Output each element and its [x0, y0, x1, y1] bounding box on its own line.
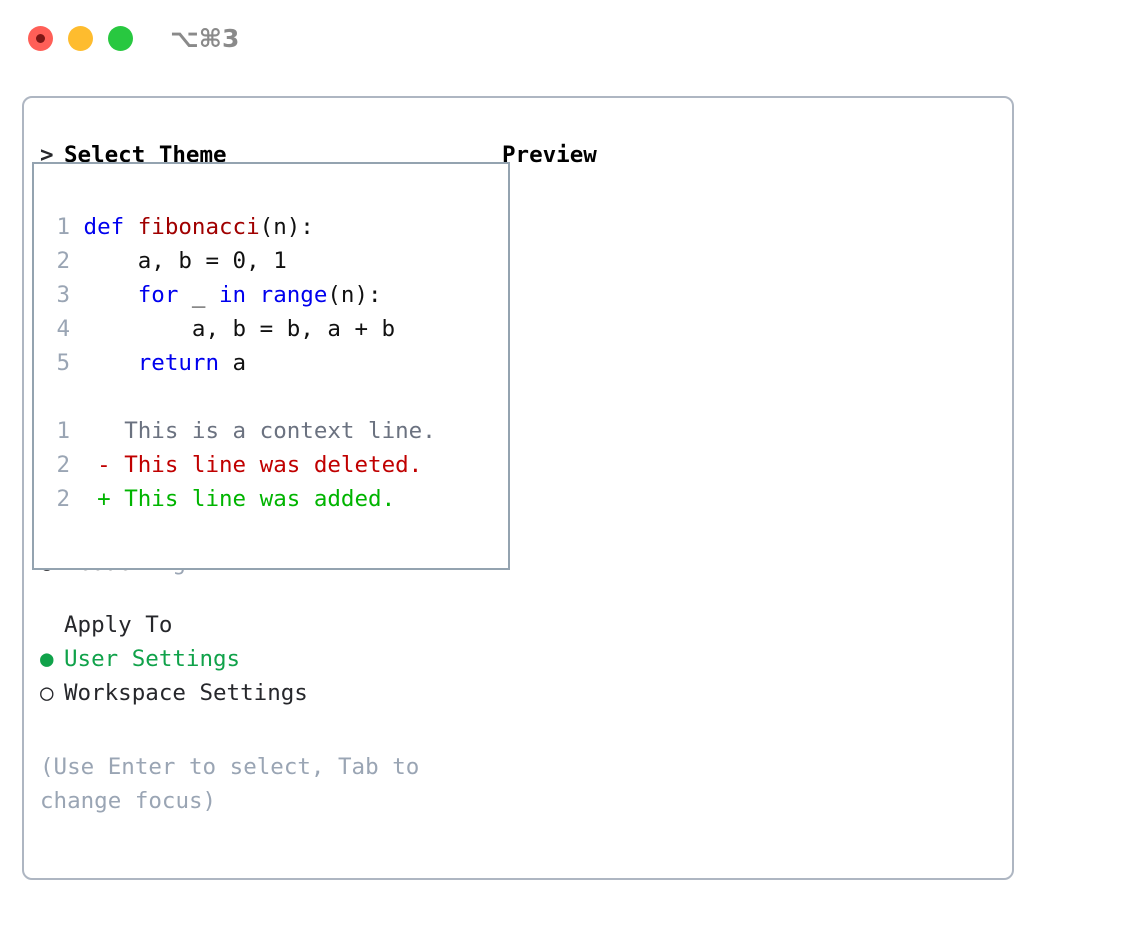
line-number: 2 [56, 248, 70, 274]
preview-title: Preview [502, 142, 597, 168]
line-number: 1 [56, 214, 70, 240]
content-panel: >Select Theme ○ANSI Dark○Atom One Dark○A… [22, 96, 1014, 880]
code-line: 1 def fibonacci(n): [48, 210, 436, 244]
code-token: range [259, 282, 328, 308]
code-token: (n): [259, 214, 314, 240]
apply-to-option-workspace-settings[interactable]: ○ Workspace Settings [40, 676, 490, 710]
code-token: fibonacci [137, 214, 260, 240]
code-line: 3 for _ in range(n): [48, 278, 436, 312]
diff-line: 2 + This line was added. [48, 482, 436, 516]
keyboard-hint-text: (Use Enter to select, Tab to change focu… [40, 754, 420, 814]
code-token [246, 282, 260, 308]
list-spacer [40, 580, 490, 608]
diff-sign [70, 418, 124, 444]
line-number: 4 [56, 316, 70, 342]
diff-sign: - [70, 452, 125, 478]
code-token [84, 350, 138, 376]
radio-selected-icon: ● [40, 646, 54, 672]
diff-text: This line was added. [124, 486, 396, 512]
line-number: 5 [56, 350, 70, 376]
code-token: a [219, 350, 247, 376]
apply-to-option-label: User Settings [64, 646, 241, 672]
preview-column: Preview [502, 138, 1002, 172]
code-line: 4 a, b = b, a + b [48, 312, 436, 346]
code-token: a, b = b, a + b [83, 316, 396, 342]
code-line: 2 a, b = 0, 1 [48, 244, 436, 278]
diff-line: 2 - This line was deleted. [48, 448, 436, 482]
line-number: 2 [56, 452, 70, 478]
diff-text: This is a context line. [124, 418, 436, 444]
line-number: 3 [56, 282, 70, 308]
line-number: 2 [56, 486, 70, 512]
code-token: _ [178, 282, 220, 308]
line-number: 1 [56, 418, 70, 444]
diff-text: This line was deleted. [124, 452, 423, 478]
diff-line: 1 This is a context line. [48, 414, 436, 448]
code-token: for [137, 282, 179, 308]
title-bar: ⌥⌘3 [0, 0, 1140, 78]
code-line: 5 return a [48, 346, 436, 380]
prompt-caret-icon: > [40, 142, 54, 168]
radio-unselected-icon: ○ [40, 680, 54, 706]
code-token: (n): [327, 282, 382, 308]
maximize-button-icon[interactable] [108, 26, 133, 51]
code-token: return [137, 350, 220, 376]
close-button-icon[interactable] [28, 26, 53, 51]
apply-to-option-user-settings[interactable]: ● User Settings [40, 642, 490, 676]
code-token: in [219, 282, 247, 308]
apply-to-title: Apply To [64, 612, 173, 638]
diff-sign: + [70, 486, 125, 512]
apply-to-list: ● User Settings ○ Workspace Settings [40, 642, 490, 710]
code-token: a, b = 0, 1 [83, 248, 287, 274]
minimize-button-icon[interactable] [68, 26, 93, 51]
code-token: def [83, 214, 138, 240]
keyboard-shortcut-label: ⌥⌘3 [170, 24, 240, 53]
apply-to-option-label: Workspace Settings [64, 680, 308, 706]
code-token [84, 282, 138, 308]
code-diff-separator [48, 380, 436, 414]
